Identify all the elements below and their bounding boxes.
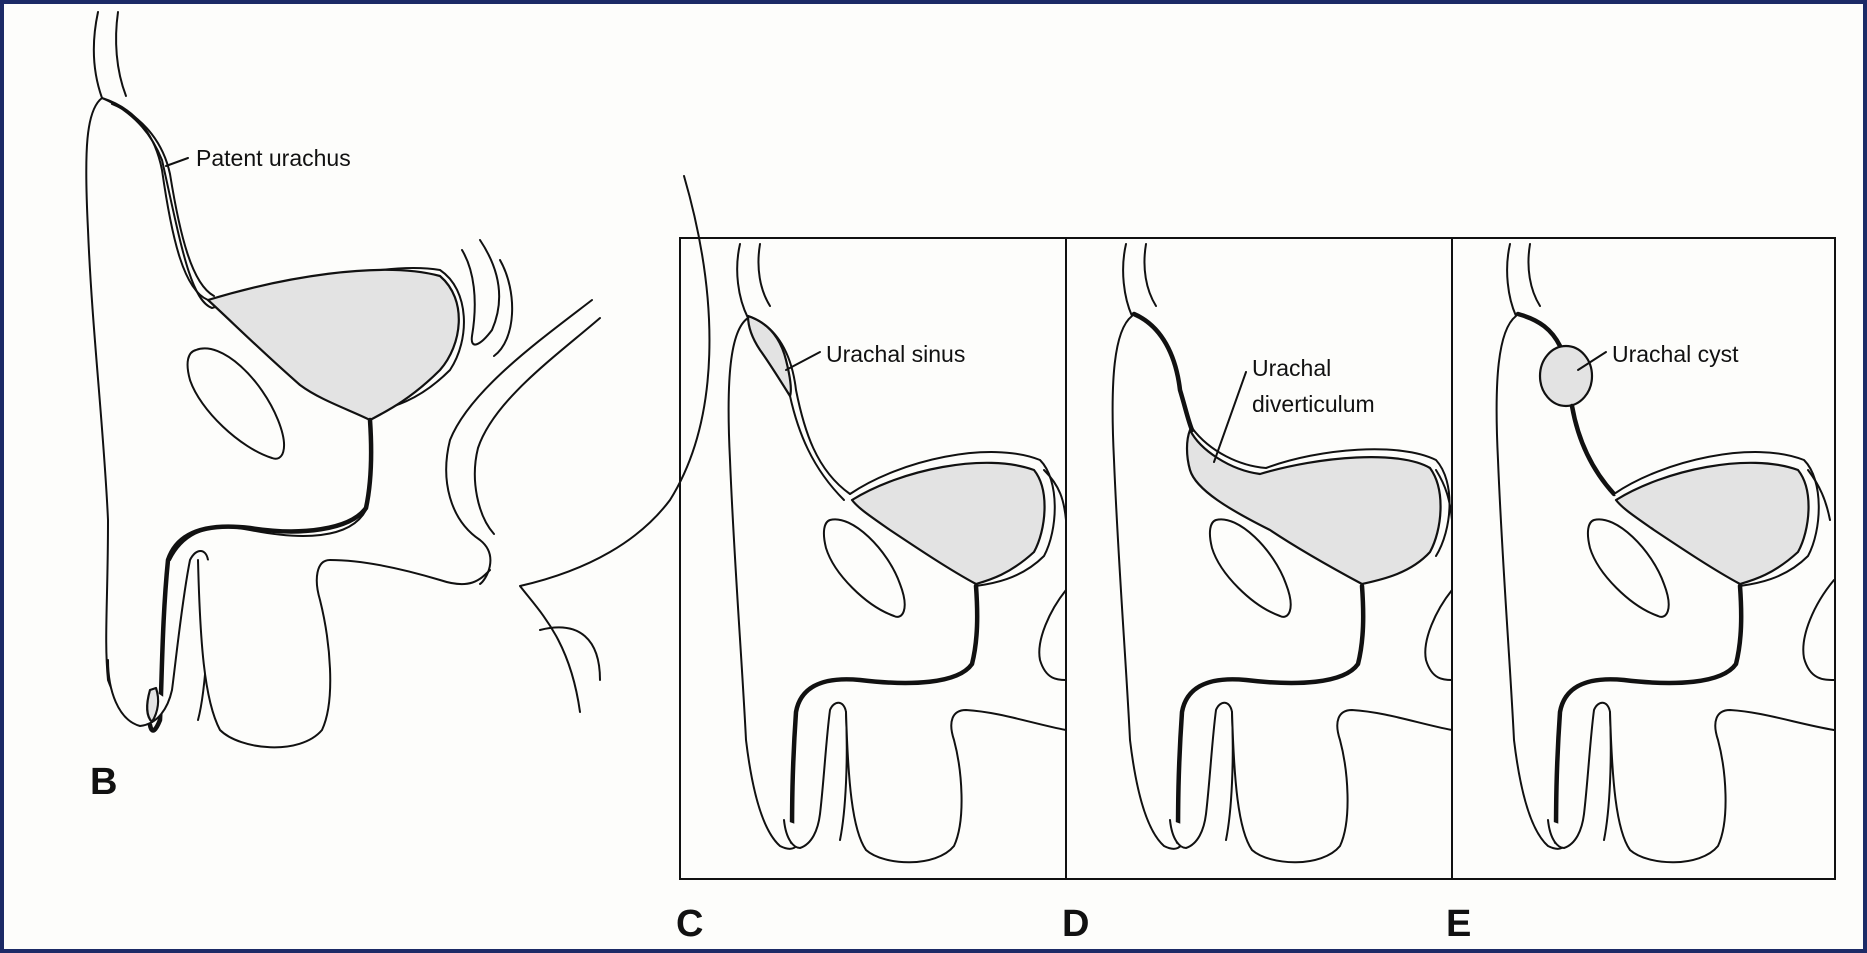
panel-c-urachus-inner [790,396,844,500]
panel-e-label: Urachal cyst [1612,341,1739,367]
panel-c-label-leader [786,352,820,370]
panel-b-letter: B [90,761,117,803]
panel-d-scrotum [1232,710,1452,862]
panel-b-back-outline [116,12,126,96]
panel-c-rectum [1039,590,1066,680]
panel-e-urachal-cyst [1540,346,1592,406]
panel-c-label: Urachal sinus [826,341,965,367]
panel-d-body-outline [1113,244,1184,849]
panel-b-rectum-2 [475,318,600,534]
panel-c-letter: C [676,903,703,945]
panel-d-label-line2: diverticulum [1252,391,1375,417]
panel-b-sacrum-curve [520,176,709,712]
panel-e: Urachal cyst E [1446,244,1834,945]
panel-b-label-leader [166,158,188,166]
panel-d-label-leader [1214,372,1246,462]
panel-b-posterior-wall [462,240,499,345]
panel-e-back-outline [1528,244,1540,306]
panel-e-urachus-cord-upper [1518,314,1560,346]
panel-e-scrotum [1610,710,1834,862]
panel-d-letter: D [1062,903,1089,945]
panel-d-urachus-cord [1134,314,1192,430]
panel-c-pubic-bone [824,519,905,617]
panel-e-pubic-bone [1588,519,1669,617]
panel-c: Urachal sinus C [676,244,1066,945]
panel-c-back-outline [758,244,770,306]
panel-d: Urachal diverticulum D [1062,244,1452,945]
panel-c-scrotum [846,710,1066,862]
panel-e-letter: E [1446,903,1471,945]
panel-d-back-outline [1144,244,1156,306]
panel-b-buttock [540,627,600,680]
panel-e-urachus-cord-lower [1572,406,1614,494]
panel-d-label-line1: Urachal [1252,355,1331,381]
panel-b: Patent urachus B [86,12,709,803]
panel-b-label: Patent urachus [196,145,351,171]
panel-b-scrotum [198,560,490,747]
panel-d-rectum [1425,590,1452,680]
panel-e-rectum [1803,580,1834,680]
